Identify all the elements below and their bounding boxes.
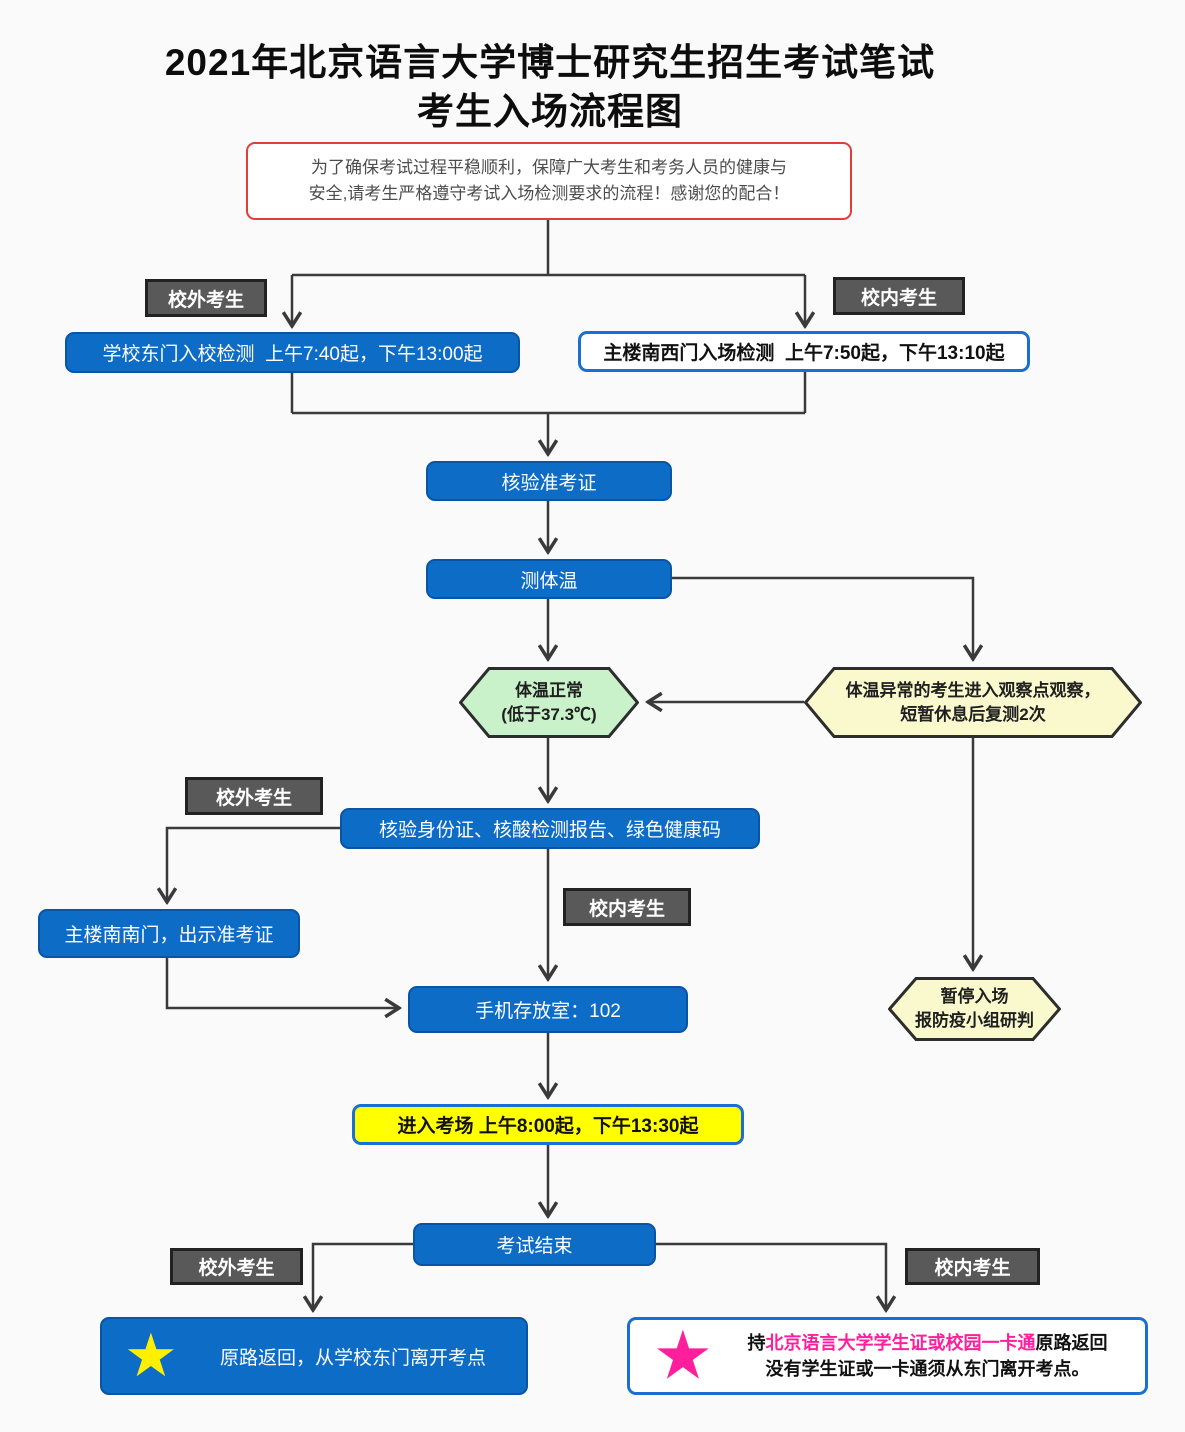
exit-on-campus-line1: 持北京语言大学学生证或校园一卡通原路返回	[710, 1330, 1145, 1356]
exit-off-campus-text: 原路返回，从学校东门离开考点	[219, 1347, 486, 1369]
exit-on-campus-text: 持北京语言大学学生证或校园一卡通原路返回 没有学生证或一卡通须从东门离开考点。	[630, 1330, 1145, 1382]
node-exit-on-campus: ★ 持北京语言大学学生证或校园一卡通原路返回 没有学生证或一卡通须从东门离开考点…	[627, 1317, 1148, 1395]
node-pause-entry: 暂停入场 报防疫小组研判	[888, 977, 1061, 1041]
node-enter-exam-room: 进入考场 上午8:00起，下午13:30起	[352, 1104, 744, 1145]
node-temp-abnormal: 体温异常的考生进入观察点观察， 短暂休息后复测2次	[804, 667, 1142, 738]
temp-normal-line2: (低于37.3℃)	[501, 704, 597, 724]
notice-line2: 安全,请考生严格遵守考试入场检测要求的流程！感谢您的配合！	[308, 184, 790, 203]
temp-abnormal-line1: 体温异常的考生进入观察点观察，	[845, 680, 1101, 700]
label-off-campus-top: 校外考生	[145, 279, 267, 317]
node-temp-normal: 体温正常 (低于37.3℃)	[459, 667, 639, 738]
label-off-campus-bottom: 校外考生	[170, 1248, 303, 1285]
temp-normal-line1: 体温正常	[514, 680, 583, 700]
hexagon-shape	[459, 667, 639, 738]
star-icon: ★	[656, 1322, 710, 1389]
notice-box: 为了确保考试过程平稳顺利，保障广大考生和考务人员的健康与 安全,请考生严格遵守考…	[246, 142, 852, 220]
hexagon-shape	[888, 977, 1061, 1041]
hexagon-shape	[804, 667, 1142, 738]
node-south-south-gate: 主楼南南门，出示准考证	[38, 909, 300, 958]
label-on-campus-bottom: 校内考生	[905, 1248, 1040, 1285]
star-icon: ★	[124, 1322, 178, 1389]
node-check-id-report-code: 核验身份证、核酸检测报告、绿色健康码	[340, 808, 760, 849]
exit-line1-highlight: 北京语言大学学生证或校园一卡通	[765, 1333, 1036, 1353]
node-east-gate-check: 学校东门入校检测 上午7:40起，下午13:00起	[65, 332, 520, 373]
node-check-admission-ticket: 核验准考证	[426, 461, 672, 501]
pause-entry-line2: 报防疫小组研判	[915, 1011, 1034, 1030]
page-title-line2: 考生入场流程图	[417, 91, 683, 132]
node-temperature-check: 测体温	[426, 559, 672, 599]
node-phone-storage-room: 手机存放室：102	[408, 986, 688, 1033]
page-title: 2021年北京语言大学博士研究生招生考试笔试 考生入场流程图	[0, 38, 1100, 136]
node-exit-off-campus: ★ 原路返回，从学校东门离开考点	[100, 1317, 528, 1395]
exit-on-campus-line2: 没有学生证或一卡通须从东门离开考点。	[765, 1359, 1090, 1379]
notice-line1: 为了确保考试过程平稳顺利，保障广大考生和考务人员的健康与	[311, 158, 787, 177]
node-exam-end: 考试结束	[413, 1223, 656, 1266]
label-off-campus-mid: 校外考生	[185, 777, 323, 815]
node-southwest-gate-check: 主楼南西门入场检测 上午7:50起，下午13:10起	[578, 331, 1030, 372]
page-title-line1: 2021年北京语言大学博士研究生招生考试笔试	[164, 42, 936, 83]
label-on-campus-top: 校内考生	[833, 277, 965, 315]
exit-line1-prefix: 持	[747, 1333, 766, 1353]
pause-entry-line1: 暂停入场	[940, 987, 1009, 1006]
temp-abnormal-line2: 短暂休息后复测2次	[900, 704, 1046, 724]
exit-line1-suffix: 原路返回	[1035, 1333, 1108, 1353]
label-on-campus-mid: 校内考生	[563, 888, 691, 926]
